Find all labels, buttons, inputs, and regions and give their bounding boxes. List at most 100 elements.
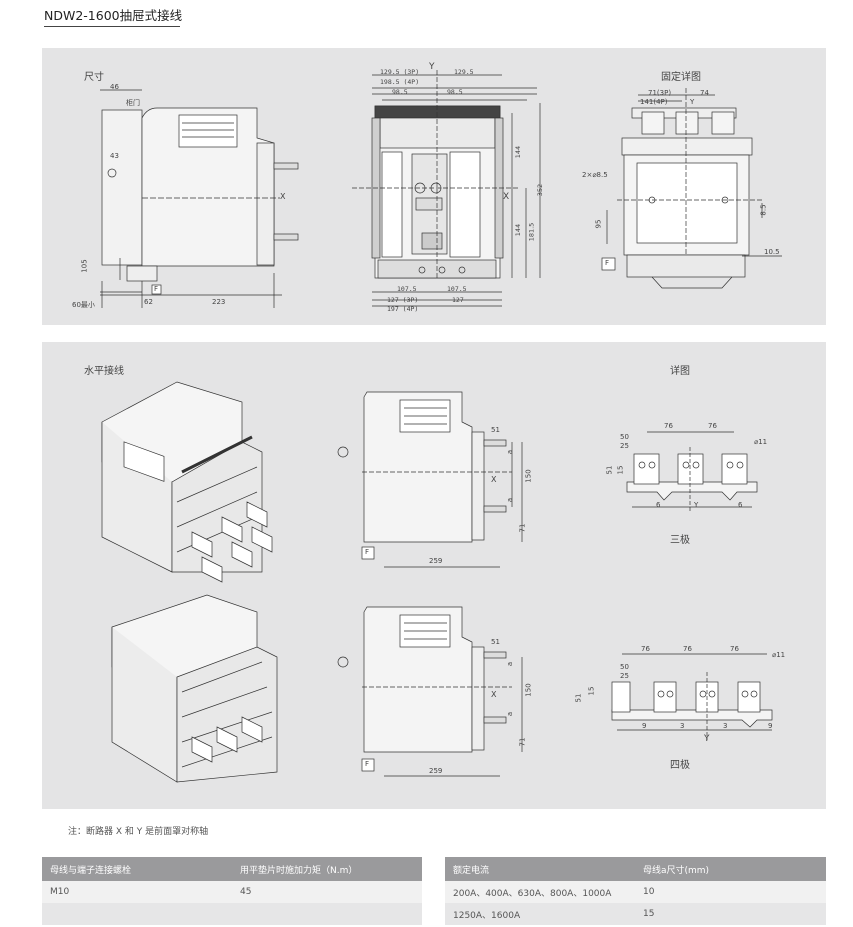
side-f-mark: F <box>154 285 159 293</box>
side4-dim-71: 71 <box>518 737 527 747</box>
fixing-detail-drawing <box>601 88 782 289</box>
detail-label: 详图 <box>670 366 690 377</box>
fix-axis-y: Y <box>690 98 695 106</box>
det3-dim-6b: 6 <box>738 501 743 509</box>
table-cell: 45 <box>232 881 422 903</box>
side3-dim-259: 259 <box>429 557 443 565</box>
table-cell: 10 <box>635 881 826 903</box>
side4-dim-259: 259 <box>429 767 443 775</box>
det4-dim-9a: 9 <box>642 722 647 730</box>
front-dim-top4: 98.5 <box>392 88 408 96</box>
table-header: 母线a尺寸(mm) <box>635 857 826 881</box>
four-pole-caption: 四极 <box>670 760 690 771</box>
side-dim-46: 46 <box>110 83 119 91</box>
fix-dim-105: 10.5 <box>764 248 780 256</box>
fix-f-mark: F <box>605 259 610 267</box>
det4-dim-51: 51 <box>574 693 583 703</box>
side3-dim-71: 71 <box>518 523 527 533</box>
det4-dim-15: 15 <box>587 686 596 696</box>
side3-dim-51: 51 <box>491 426 500 434</box>
table-header: 用平垫片时施加力矩（N.m） <box>232 857 422 881</box>
side4-dim-a1: a <box>506 661 515 667</box>
front-axis-x: X <box>503 192 510 202</box>
front-dim-b1: 107.5 <box>397 285 417 293</box>
front-dim-b3: 127 (3P) <box>387 296 419 304</box>
busbar-size-table: 额定电流 母线a尺寸(mm) 200A、400A、630A、800A、1000A… <box>445 857 826 925</box>
table-cell: 1250A、1600A <box>445 903 635 925</box>
front-dim-r3: 181.5 <box>527 222 536 242</box>
horizontal-wiring-label: 水平接线 <box>84 366 124 377</box>
table-row: 1250A、1600A 15 <box>445 903 826 925</box>
table-cell: 15 <box>635 903 826 925</box>
front-dim-r4: 352 <box>536 183 545 197</box>
det4-dim-76b: 76 <box>683 645 692 653</box>
side4-dim-150: 150 <box>524 683 533 697</box>
side-dim-223: 223 <box>212 298 226 306</box>
side-dim-43: 43 <box>110 152 119 160</box>
bolt-torque-table: 母线与端子连接螺栓 用平垫片时施加力矩（N.m） M10 45 <box>42 857 422 925</box>
side-axis-x: X <box>280 192 286 201</box>
front-dim-top3: 129.5 <box>454 68 474 76</box>
table-header-row: 额定电流 母线a尺寸(mm) <box>445 857 826 881</box>
front-dim-top5: 98.5 <box>447 88 463 96</box>
front-dim-top1: 129.5 (3P) <box>380 68 420 76</box>
det4-dim-76c: 76 <box>730 645 739 653</box>
wiring-drawings <box>101 381 773 783</box>
side-view-4p-drawing <box>337 606 523 777</box>
table-row <box>42 903 422 925</box>
det4-dim-3b: 3 <box>723 722 728 730</box>
det4-axis-y: Y <box>704 734 710 744</box>
table-header: 母线与端子连接螺栓 <box>42 857 232 881</box>
front-dim-r1: 144 <box>514 145 523 159</box>
fix-dim-74: 74 <box>700 89 709 97</box>
table-cell: M10 <box>42 881 232 903</box>
front-dim-b4: 197 (4P) <box>387 305 419 313</box>
footnote: 注：断路器 X 和 Y 是前面罩对称轴 <box>68 827 209 837</box>
side-view-3p-drawing <box>337 391 523 568</box>
det4-dim-25: 25 <box>620 672 629 680</box>
side-view-drawing <box>100 89 299 308</box>
horizontal-wiring-panel: 水平接线 详图 51 a 150 a 71 X F 259 51 a 150 a… <box>42 342 826 809</box>
side3-f-mark: F <box>365 548 370 556</box>
side4-dim-a2: a <box>506 711 515 717</box>
side4-f-mark: F <box>365 760 370 768</box>
det3-axis-y: Y <box>694 501 699 509</box>
table-header-row: 母线与端子连接螺栓 用平垫片时施加力矩（N.m） <box>42 857 422 881</box>
fix-dim-141: 141(4P) <box>640 98 668 106</box>
det3-dim-76b: 76 <box>708 422 717 430</box>
front-dim-b2: 107.5 <box>447 285 467 293</box>
page-title: NDW2-1600抽屉式接线 <box>44 5 182 27</box>
table-cell: 200A、400A、630A、800A、1000A <box>445 881 635 903</box>
det4-dim-76a: 76 <box>641 645 650 653</box>
dimensions-label: 尺寸 <box>84 72 104 83</box>
det3-dim-76a: 76 <box>664 422 673 430</box>
fix-dim-71: 71(3P) <box>648 89 672 97</box>
four-pole-detail-drawing <box>611 653 773 740</box>
det3-dim-25: 25 <box>620 442 629 450</box>
table-row: M10 45 <box>42 881 422 903</box>
side-door-label: 柜门 <box>126 99 140 107</box>
side3-dim-a2: a <box>506 497 515 503</box>
fix-dim-95: 95 <box>594 219 603 229</box>
table-header: 额定电流 <box>445 857 635 881</box>
front-dim-r2: 144 <box>514 223 523 237</box>
det3-dim-15: 15 <box>616 465 625 475</box>
fix-holes: 2×⌀8.5 <box>582 171 608 179</box>
det3-dim-6a: 6 <box>656 501 661 509</box>
fixing-detail-label: 固定详图 <box>661 72 701 83</box>
three-pole-caption: 三极 <box>670 535 690 546</box>
side-dim-60min: 60最小 <box>72 301 95 309</box>
side4-axis-x: X <box>491 690 497 699</box>
det3-dim-dia: ⌀11 <box>754 438 768 446</box>
side-dim-62: 62 <box>144 298 153 306</box>
front-view-drawing <box>352 70 541 307</box>
front-dim-top2: 198.5 (4P) <box>380 78 420 86</box>
det4-dim-dia: ⌀11 <box>772 651 786 659</box>
front-axis-y: Y <box>429 62 435 72</box>
side3-dim-150: 150 <box>524 469 533 483</box>
three-pole-detail-drawing <box>626 431 758 512</box>
side4-dim-51: 51 <box>491 638 500 646</box>
three-pole-iso-drawing <box>101 381 273 583</box>
side3-axis-x: X <box>491 475 497 484</box>
fix-dim-85: 8.5 <box>759 204 768 216</box>
